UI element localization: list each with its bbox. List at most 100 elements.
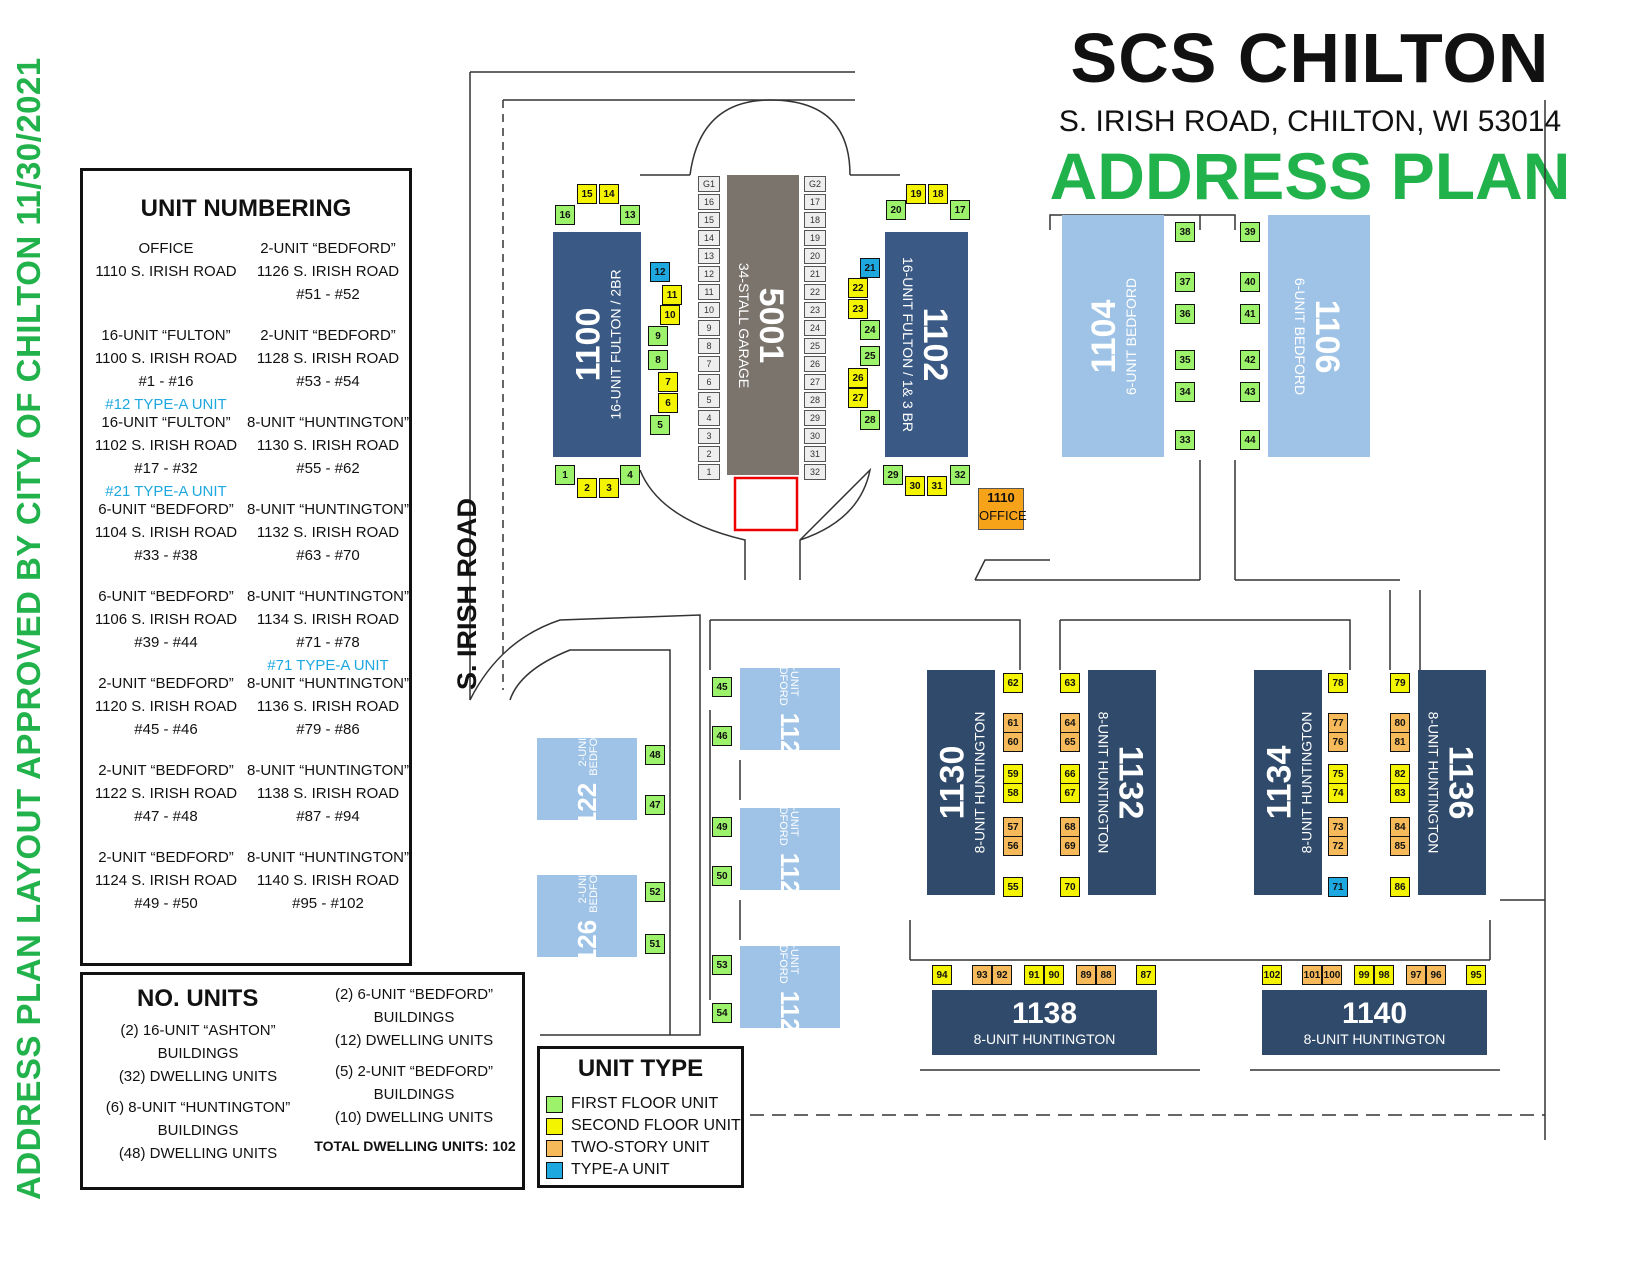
unit-marker: 11	[662, 285, 682, 305]
numbering-entry: 8-UNIT “HUNTINGTON”1130 S. IRISH ROAD#55…	[243, 411, 413, 480]
unit-marker: 40	[1240, 272, 1260, 292]
building-number: 1132	[1111, 745, 1150, 820]
unit-marker: 24	[860, 320, 880, 340]
entry-range: #1 - #16	[138, 373, 194, 390]
site-address: S. IRISH ROAD, CHILTON, WI 53014	[1058, 105, 1562, 138]
units-line: (32) DWELLING UNITS	[118, 1068, 278, 1085]
unit-marker: 17	[950, 200, 970, 220]
building-number: 1106	[1308, 299, 1347, 373]
garage-stall: 11	[698, 284, 720, 300]
unit-marker: 15	[577, 184, 597, 204]
units-line: BUILDINGS	[157, 1045, 239, 1062]
garage-stall: 5	[698, 392, 720, 408]
unit-marker: 97	[1406, 965, 1426, 985]
unit-marker: 73	[1328, 817, 1348, 837]
units-line: (12) DWELLING UNITS	[334, 1032, 494, 1049]
unit-marker: 80	[1390, 713, 1410, 733]
unit-type-label: FIRST FLOOR UNIT	[571, 1095, 719, 1112]
unit-marker: 3	[599, 478, 619, 498]
office-number: 1110	[987, 490, 1015, 505]
unit-marker: 90	[1044, 965, 1064, 985]
entry-note: #71 TYPE-A UNIT	[267, 657, 389, 674]
building-number: 1126	[572, 919, 602, 977]
garage-stall: 27	[804, 374, 826, 390]
unit-type-label: TWO-STORY UNIT	[571, 1139, 710, 1156]
unit-marker: 68	[1060, 817, 1080, 837]
entry-name: 8-UNIT “HUNTINGTON”	[247, 675, 409, 692]
garage-stall: 12	[698, 266, 720, 282]
numbering-entry: 8-UNIT “HUNTINGTON”1138 S. IRISH ROAD#87…	[243, 759, 413, 828]
building-type: 16-UNIT FULTON / 1& 3 BR	[900, 256, 916, 433]
garage-stall: 6	[698, 374, 720, 390]
garage-stall: 14	[698, 230, 720, 246]
entry-range: #55 - #62	[296, 460, 360, 477]
garage-stall: 7	[698, 356, 720, 372]
building-number: 1138	[1011, 997, 1078, 1030]
entry-name: 16-UNIT “FULTON”	[101, 414, 231, 431]
entry-range: #17 - #32	[134, 460, 198, 477]
unit-marker: 20	[886, 200, 906, 220]
building-number: 1120	[775, 712, 805, 770]
units-line: (5) 2-UNIT “BEDFORD”	[334, 1063, 494, 1080]
garage-stall: 17	[804, 194, 826, 210]
unit-marker: 91	[1024, 965, 1044, 985]
unit-marker: 94	[932, 965, 952, 985]
entry-name: 6-UNIT “BEDFORD”	[98, 501, 234, 518]
garage-stall: G2	[804, 176, 826, 192]
numbering-heading: UNIT NUMBERING	[140, 195, 352, 222]
entry-name: 8-UNIT “HUNTINGTON”	[247, 849, 409, 866]
garage-stall: 29	[804, 410, 826, 426]
unit-marker: 44	[1240, 430, 1260, 450]
building-type: 6-UNIT BEDFORD	[1123, 277, 1140, 395]
entry-address: 1136 S. IRISH ROAD	[256, 698, 400, 715]
garage-stall: 2	[698, 446, 720, 462]
building-number: 1128	[775, 990, 805, 1048]
entry-address: 1134 S. IRISH ROAD	[256, 611, 400, 628]
unit-marker: 18	[928, 184, 948, 204]
entry-range: #51 - #52	[296, 286, 360, 303]
numbering-entry: 2-UNIT “BEDFORD”1128 S. IRISH ROAD#53 - …	[243, 324, 413, 393]
garage-stall: 1	[698, 464, 720, 480]
unit-type-swatch	[546, 1139, 563, 1157]
garage-stall: 4	[698, 410, 720, 426]
unit-marker: 48	[645, 745, 665, 765]
unit-marker: 39	[1240, 222, 1260, 242]
unit-marker: 66	[1060, 764, 1080, 784]
dumpster-highlight	[733, 476, 799, 532]
unit-marker: 30	[905, 476, 925, 496]
building-number: 1100	[569, 307, 608, 382]
entry-name: 8-UNIT “HUNTINGTON”	[247, 414, 409, 431]
unit-marker: 59	[1003, 764, 1023, 784]
entry-address: 1140 S. IRISH ROAD	[256, 872, 400, 889]
numbering-entry: 8-UNIT “HUNTINGTON”1134 S. IRISH ROAD#71…	[243, 585, 413, 677]
building-type: 2-UNIT BEDFORD	[777, 651, 801, 706]
units-line: (10) DWELLING UNITS	[334, 1109, 494, 1126]
building-type: 8-UNIT HUNTINGTON	[971, 711, 988, 854]
unit-marker: 50	[712, 866, 732, 886]
garage-stall: 25	[804, 338, 826, 354]
entry-note: #12 TYPE-A UNIT	[105, 396, 227, 413]
road-edge-north	[470, 71, 855, 101]
unit-marker: 79	[1390, 673, 1410, 693]
units-line: (48) DWELLING UNITS	[118, 1145, 278, 1162]
garage-stall: 31	[804, 446, 826, 462]
unit-marker: 69	[1060, 836, 1080, 856]
garage-stall: 19	[804, 230, 826, 246]
numbering-entry: 2-UNIT “BEDFORD”1120 S. IRISH ROAD#45 - …	[81, 672, 251, 741]
unit-marker: 63	[1060, 673, 1080, 693]
units-line: (2) 6-UNIT “BEDFORD”	[334, 986, 494, 1003]
unit-count-legend: NO. UNITS (2) 16-UNIT “ASHTON” BUILDINGS…	[80, 972, 525, 1190]
unit-type-swatch	[546, 1095, 563, 1113]
unit-marker: 26	[848, 368, 868, 388]
unit-marker: 78	[1328, 673, 1348, 693]
unit-marker: 61	[1003, 713, 1023, 733]
numbering-entry: 6-UNIT “BEDFORD”1106 S. IRISH ROAD#39 - …	[81, 585, 251, 654]
